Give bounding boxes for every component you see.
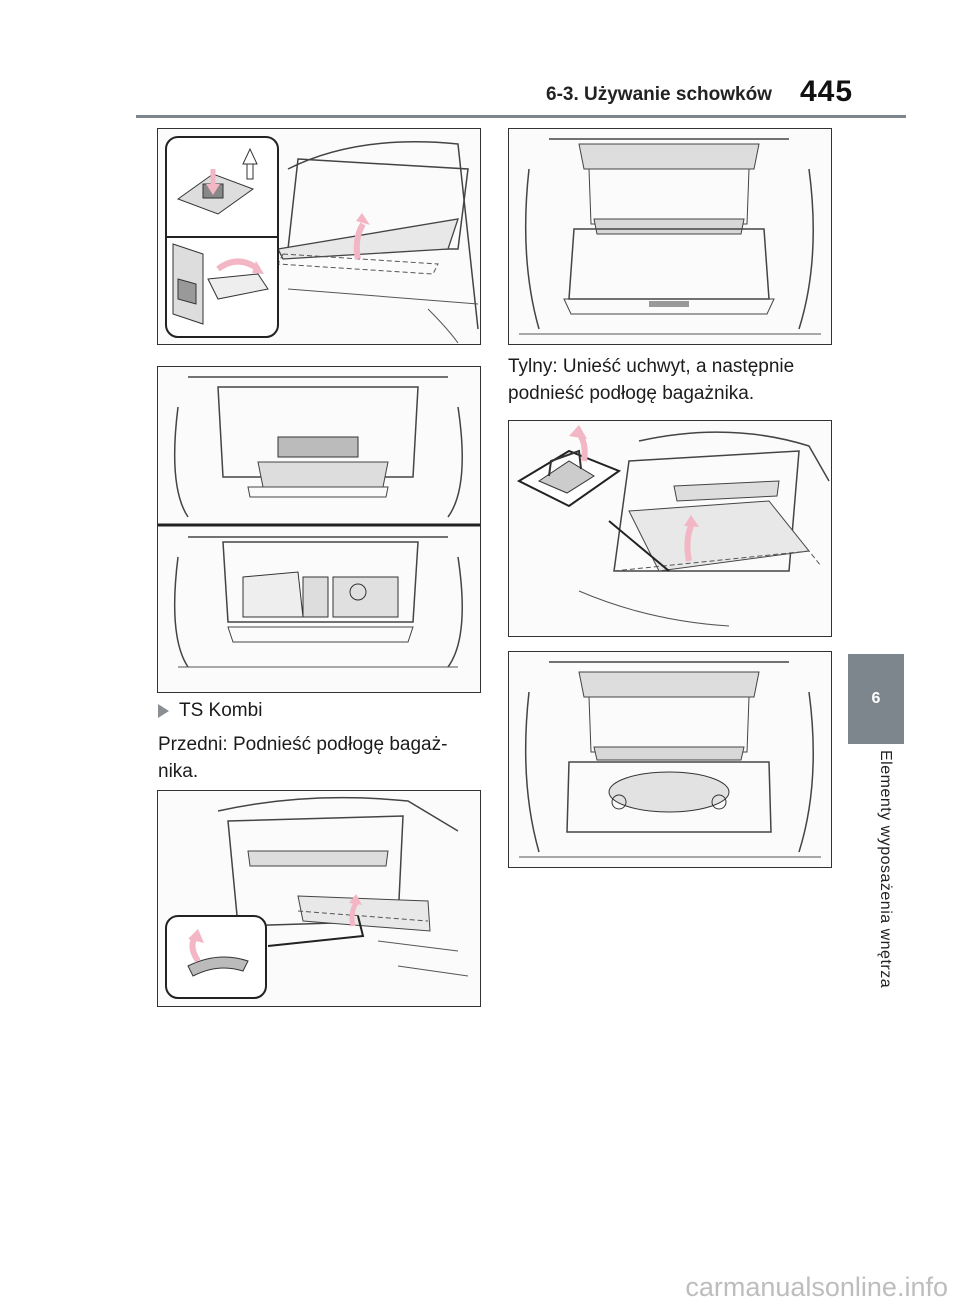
- watermark: carmanualsonline.info: [685, 1272, 948, 1302]
- figure-trunk-floor-lift-hatch: [157, 128, 481, 345]
- rear-floor-handle-illustration: [516, 425, 830, 627]
- front-instruction: Przedni: Podnieść podłogę bagaż- nika.: [158, 731, 447, 785]
- rear-instruction: Tylny: Unieść uchwyt, a następnie podnie…: [508, 353, 794, 407]
- bullet-heading: TS Kombi: [158, 700, 262, 722]
- front-instruction-line1: Przedni: Podnieść podłogę bagaż-: [158, 734, 448, 755]
- chapter-number: 6: [871, 690, 881, 707]
- kombi-trunk-rear-illustration: [519, 138, 821, 335]
- front-instruction-line2: nika.: [158, 761, 199, 782]
- figure-kombi-trunk-rear: [508, 128, 832, 345]
- header-rule: [136, 115, 906, 118]
- kombi-front-floor-illustration: [165, 796, 469, 999]
- bullet-arrow-icon: [158, 704, 169, 718]
- bullet-heading-text: TS Kombi: [179, 700, 263, 721]
- kombi-spare-well-illustration: [519, 661, 821, 858]
- rear-instruction-line1: Tylny: Unieść uchwyt, a następnie: [508, 356, 795, 377]
- figure-rear-floor-handle-lift: [508, 420, 832, 637]
- trunk-floor-lift-illustration: [165, 136, 479, 344]
- rear-instruction-line2: podnieść podłogę bagażnika.: [508, 383, 755, 404]
- chapter-title: Elementy wyposażenia wnętrza: [877, 750, 894, 989]
- page-number: 445: [800, 75, 854, 108]
- trunk-rear-storage-illustration: [158, 376, 480, 668]
- figure-trunk-rear-view-storage: [157, 366, 481, 693]
- chapter-tab: 6: [848, 654, 904, 744]
- figure-kombi-front-floor-lift: [157, 790, 481, 1007]
- figure-kombi-trunk-spare-well: [508, 651, 832, 868]
- section-title: 6-3. Używanie schowków: [546, 84, 772, 105]
